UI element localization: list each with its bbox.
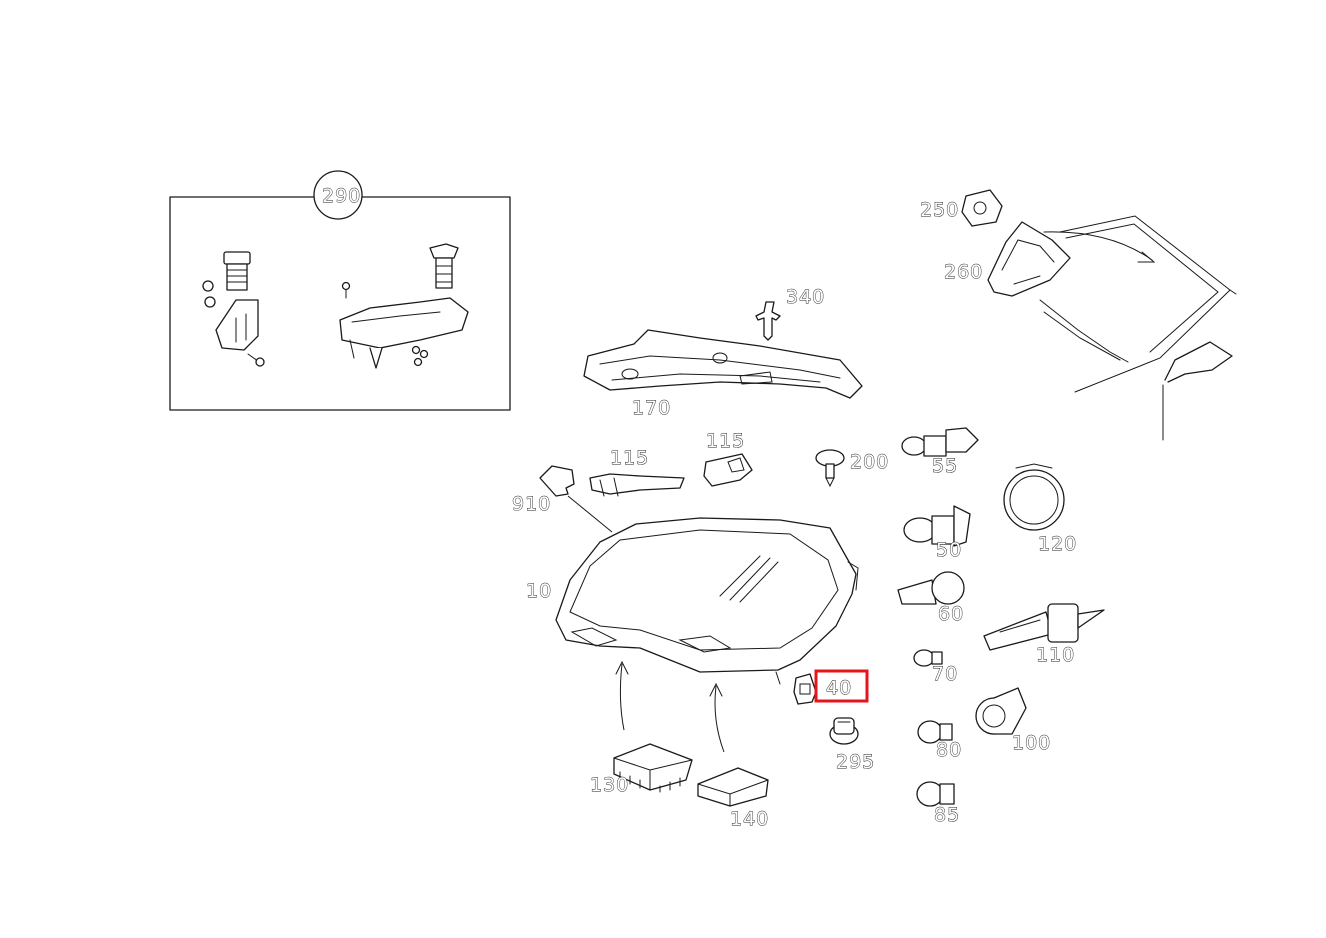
callout-260[interactable]: 260: [944, 261, 983, 284]
part-120-cap: [1003, 463, 1065, 531]
callout-250[interactable]: 250: [920, 199, 959, 222]
part-80-bulb: [917, 720, 953, 744]
part-40-connector: [793, 673, 817, 705]
callout-340[interactable]: 340: [786, 286, 825, 309]
callout-70[interactable]: 70: [932, 663, 958, 686]
part-70-bulb: [913, 649, 943, 667]
part-295-socket: [829, 717, 859, 745]
part-115b-bracket: [703, 453, 753, 487]
inset-bracket-right: [339, 243, 469, 369]
inset-bracket-left: [202, 251, 265, 367]
part-100-module: [975, 687, 1027, 735]
callout-labels: 290 250 260 340 170 115 115 910 200 55 1…: [322, 185, 1077, 831]
callout-115a[interactable]: 115: [610, 447, 649, 470]
callout-130[interactable]: 130: [590, 774, 629, 797]
part-140-igniter: [697, 682, 769, 807]
callout-295[interactable]: 295: [836, 751, 875, 774]
part-50-bulb: [903, 505, 971, 547]
callout-60[interactable]: 60: [938, 603, 964, 626]
callout-290[interactable]: 290: [322, 185, 361, 208]
callout-40[interactable]: 40: [826, 677, 852, 700]
inset-290: [169, 170, 511, 411]
callout-200[interactable]: 200: [850, 451, 889, 474]
part-340-clip: [755, 301, 781, 341]
callout-110[interactable]: 110: [1036, 644, 1075, 667]
highlight-box-40: [814, 669, 869, 703]
part-910-label: [539, 465, 613, 533]
part-85-bulb: [916, 781, 955, 807]
callout-140[interactable]: 140: [730, 808, 769, 831]
part-110-xenon-bulb: [983, 603, 1105, 651]
inset-frame: [169, 196, 511, 411]
callout-910[interactable]: 910: [512, 493, 551, 516]
part-10-headlamp: [555, 517, 859, 685]
callout-115b[interactable]: 115: [706, 430, 745, 453]
callout-80[interactable]: 80: [936, 739, 962, 762]
part-200-screw: [815, 449, 845, 488]
part-115a-bracket: [589, 473, 685, 497]
callout-100[interactable]: 100: [1012, 732, 1051, 755]
part-130-ballast: [613, 660, 693, 793]
callout-50[interactable]: 50: [936, 539, 962, 562]
callout-120[interactable]: 120: [1038, 533, 1077, 556]
part-260-cover: [987, 221, 1071, 297]
inset-callout-circle: [313, 170, 363, 220]
callout-170[interactable]: 170: [632, 397, 671, 420]
part-55-bulb: [901, 427, 979, 457]
part-250-sensor: [961, 189, 1003, 227]
part-60-bulb: [897, 571, 965, 605]
callout-10[interactable]: 10: [526, 580, 552, 603]
callout-85[interactable]: 85: [934, 804, 960, 827]
part-170-trim: [583, 329, 863, 399]
vehicle-outline: [1039, 215, 1237, 441]
callout-55[interactable]: 55: [932, 455, 958, 478]
